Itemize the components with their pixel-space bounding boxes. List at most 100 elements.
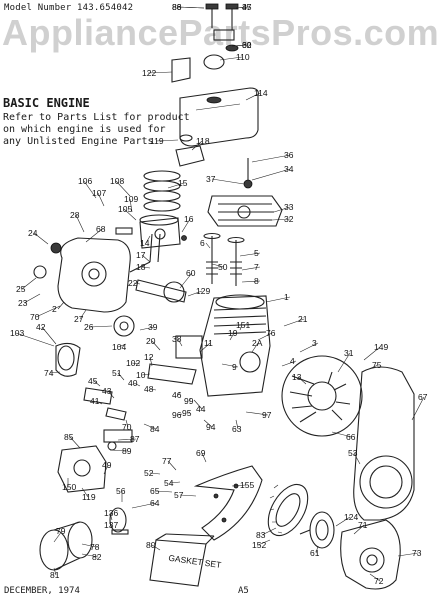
part-callout-42: 42	[36, 322, 46, 332]
callout-leader	[239, 324, 243, 331]
part-callout-43: 43	[102, 386, 112, 396]
callout-leader	[131, 362, 141, 365]
section-note-line-3: any Unlisted Engine Parts	[3, 136, 154, 147]
part-callout-61: 61	[310, 548, 320, 558]
callout-leader	[179, 272, 193, 289]
part-callout-83: 83	[256, 530, 266, 540]
piston-rings	[143, 170, 181, 212]
callout-leader	[411, 396, 425, 421]
part-callout-31: 31	[344, 348, 354, 358]
part-callout-24: 24	[28, 228, 38, 238]
part-callout-45: 45	[88, 376, 98, 386]
callout-leader	[117, 372, 125, 381]
part-callout-11: 11	[204, 338, 213, 348]
callout-leader	[369, 573, 381, 582]
part-callout-4: 4	[290, 356, 295, 366]
part-callout-53: 53	[348, 448, 358, 458]
callout-leader	[199, 342, 211, 353]
part-callout-23: 23	[18, 298, 28, 308]
callout-leader	[181, 218, 191, 233]
callout-leader	[363, 346, 381, 361]
callout-leader	[81, 553, 99, 558]
callout-leader	[79, 309, 87, 320]
callout-leader	[97, 192, 105, 207]
callout-leader	[53, 530, 63, 543]
muffler-assembly	[171, 3, 259, 147]
callout-leader	[335, 516, 351, 527]
callout-leader	[353, 452, 361, 465]
callout-leader	[85, 228, 103, 243]
gaskets-119-118	[175, 134, 205, 167]
callout-leader	[109, 524, 113, 529]
part-callout-114: 114	[254, 88, 268, 98]
callout-leader	[133, 382, 141, 387]
part-callout-76: 76	[266, 328, 276, 338]
callout-leader	[177, 6, 205, 9]
part-callout-150: 150	[62, 482, 76, 492]
callout-leader	[109, 449, 129, 452]
part-callout-2A: 2A	[252, 338, 263, 348]
callout-leader	[211, 178, 245, 185]
callout-leader	[83, 180, 97, 199]
callout-leader	[151, 340, 161, 351]
callout-leader	[337, 352, 351, 373]
part-callout-70: 70	[122, 422, 132, 432]
callout-leader	[151, 544, 161, 551]
callout-leader	[81, 543, 97, 548]
part-callout-1: 1	[284, 292, 289, 302]
callout-leader	[177, 338, 183, 347]
callout-leader	[145, 235, 151, 244]
flywheel	[281, 355, 363, 437]
callout-leader	[221, 363, 239, 368]
callout-leader	[147, 71, 173, 74]
part-callout-16: 16	[184, 214, 194, 224]
part-callout-2: 2	[52, 304, 57, 314]
callout-leader	[179, 494, 197, 497]
part-callout-119: 119	[150, 136, 164, 146]
carburetor	[57, 429, 133, 493]
callout-leader	[257, 539, 271, 546]
callout-leader	[361, 364, 379, 373]
part-callout-8: 8	[254, 276, 259, 286]
crankshaft	[129, 233, 187, 303]
callout-leader	[131, 502, 157, 509]
part-callout-47: 47	[242, 2, 252, 12]
section-note-line-1: Refer to Parts List for product	[3, 112, 190, 123]
part-callout-155: 155	[240, 480, 254, 490]
part-callout-102: 102	[126, 358, 140, 368]
piston	[115, 214, 187, 249]
part-callout-50: 50	[218, 262, 228, 272]
callout-leader	[235, 6, 249, 9]
part-callout-75: 75	[372, 360, 382, 370]
callout-leader	[81, 487, 89, 498]
part-callout-5: 5	[254, 248, 259, 258]
footer-date: DECEMBER, 1974	[4, 586, 80, 596]
callout-leader	[281, 360, 297, 367]
callout-leader	[167, 182, 185, 189]
part-callout-80: 80	[146, 540, 156, 550]
part-callout-60: 60	[186, 268, 196, 278]
part-callout-57: 57	[174, 490, 184, 500]
callout-leader	[177, 413, 183, 416]
callout-leader	[129, 198, 133, 213]
part-callout-66: 66	[346, 432, 356, 442]
callout-leader	[315, 545, 319, 554]
part-callout-65: 65	[150, 486, 160, 496]
part-callout-41: 41	[90, 396, 100, 406]
part-callout-71: 71	[358, 520, 368, 530]
part-callout-3: 3	[312, 338, 317, 348]
callout-leader	[353, 524, 365, 535]
part-callout-9: 9	[232, 362, 237, 372]
part-callout-13: 13	[292, 372, 302, 382]
callout-leader	[219, 56, 243, 61]
valves	[203, 232, 245, 286]
callout-leader	[193, 399, 203, 410]
part-callout-25: 25	[16, 284, 26, 294]
callout-leader	[169, 481, 181, 484]
part-callout-72: 72	[374, 576, 384, 586]
part-callout-110: 110	[236, 52, 250, 62]
gasket-set-box: GASKET SET	[149, 533, 222, 587]
part-callout-122: 122	[142, 68, 156, 78]
